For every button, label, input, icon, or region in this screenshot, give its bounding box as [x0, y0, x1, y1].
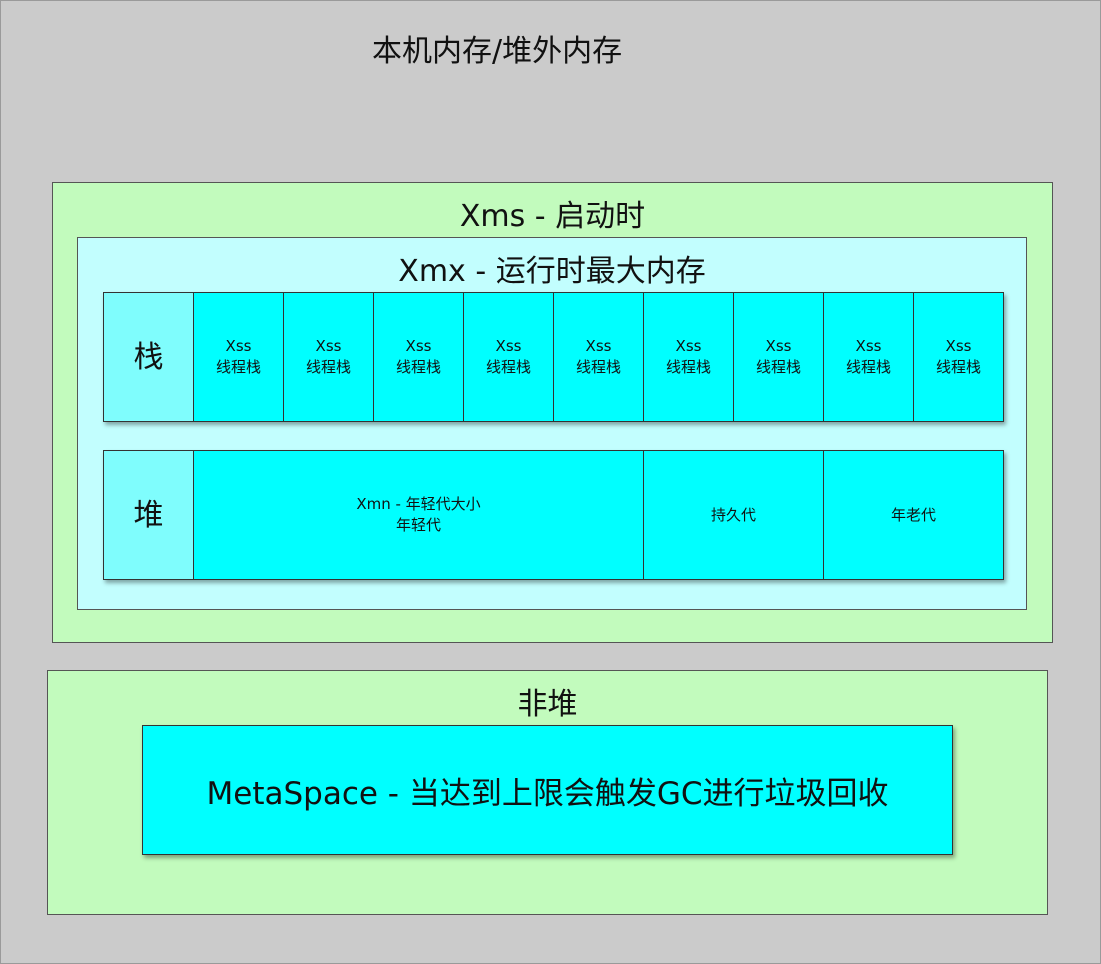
thread-stack-cell: Xss 线程栈 — [283, 292, 374, 422]
xss-label: Xss — [765, 337, 792, 355]
xss-label: Xss — [585, 337, 612, 355]
young-generation-cell: Xmn - 年轻代大小 年轻代 — [193, 450, 644, 580]
thread-stack-cell: Xss 线程栈 — [823, 292, 914, 422]
stack-label: 栈 — [133, 339, 164, 375]
xss-label: Xss — [315, 337, 342, 355]
xss-label: Xss — [855, 337, 882, 355]
xss-label: Xss — [225, 337, 252, 355]
thread-stack-cell: Xss 线程栈 — [373, 292, 464, 422]
xmn-label: Xmn - 年轻代大小 — [356, 495, 481, 513]
xmx-label: Xmx - 运行时最大内存 — [398, 254, 706, 289]
xss-label: Xss — [675, 337, 702, 355]
thread-stack-cell: Xss 线程栈 — [463, 292, 554, 422]
stack-row: 栈 Xss 线程栈 Xss 线程栈 Xss 线程栈 Xss 线程栈 Xss 线程… — [103, 292, 1004, 422]
stack-header: 栈 — [103, 292, 194, 422]
young-generation-label: 年轻代 — [395, 516, 441, 534]
xss-label: Xss — [495, 337, 522, 355]
thread-stack-label: 线程栈 — [575, 358, 621, 376]
thread-stack-cell: Xss 线程栈 — [733, 292, 824, 422]
permanent-generation-cell: 持久代 — [643, 450, 824, 580]
thread-stack-cell: Xss 线程栈 — [553, 292, 644, 422]
native-memory-title: 本机内存/堆外内存 — [372, 34, 623, 69]
thread-stack-label: 线程栈 — [755, 358, 801, 376]
old-generation-label: 年老代 — [890, 505, 936, 524]
thread-stack-cell: Xss 线程栈 — [913, 292, 1004, 422]
thread-stack-label: 线程栈 — [395, 358, 441, 376]
heap-row: 堆 Xmn - 年轻代大小 年轻代 持久代 年老代 — [103, 450, 1004, 580]
thread-stack-label: 线程栈 — [845, 358, 891, 376]
metaspace-box: MetaSpace - 当达到上限会触发GC进行垃圾回收 — [142, 725, 953, 855]
non-heap-label: 非堆 — [517, 687, 578, 722]
xms-label: Xms - 启动时 — [459, 199, 646, 234]
thread-stack-label: 线程栈 — [215, 358, 261, 376]
metaspace-label: MetaSpace - 当达到上限会触发GC进行垃圾回收 — [206, 775, 889, 812]
thread-stack-label: 线程栈 — [935, 358, 981, 376]
heap-label: 堆 — [133, 497, 164, 533]
permanent-generation-label: 持久代 — [710, 505, 756, 524]
xss-label: Xss — [405, 337, 432, 355]
thread-stack-label: 线程栈 — [485, 358, 531, 376]
thread-stack-label: 线程栈 — [665, 358, 711, 376]
thread-stack-cell: Xss 线程栈 — [193, 292, 284, 422]
thread-stack-cell: Xss 线程栈 — [643, 292, 734, 422]
heap-header: 堆 — [103, 450, 194, 580]
thread-stack-label: 线程栈 — [305, 358, 351, 376]
old-generation-cell: 年老代 — [823, 450, 1004, 580]
xss-label: Xss — [945, 337, 972, 355]
